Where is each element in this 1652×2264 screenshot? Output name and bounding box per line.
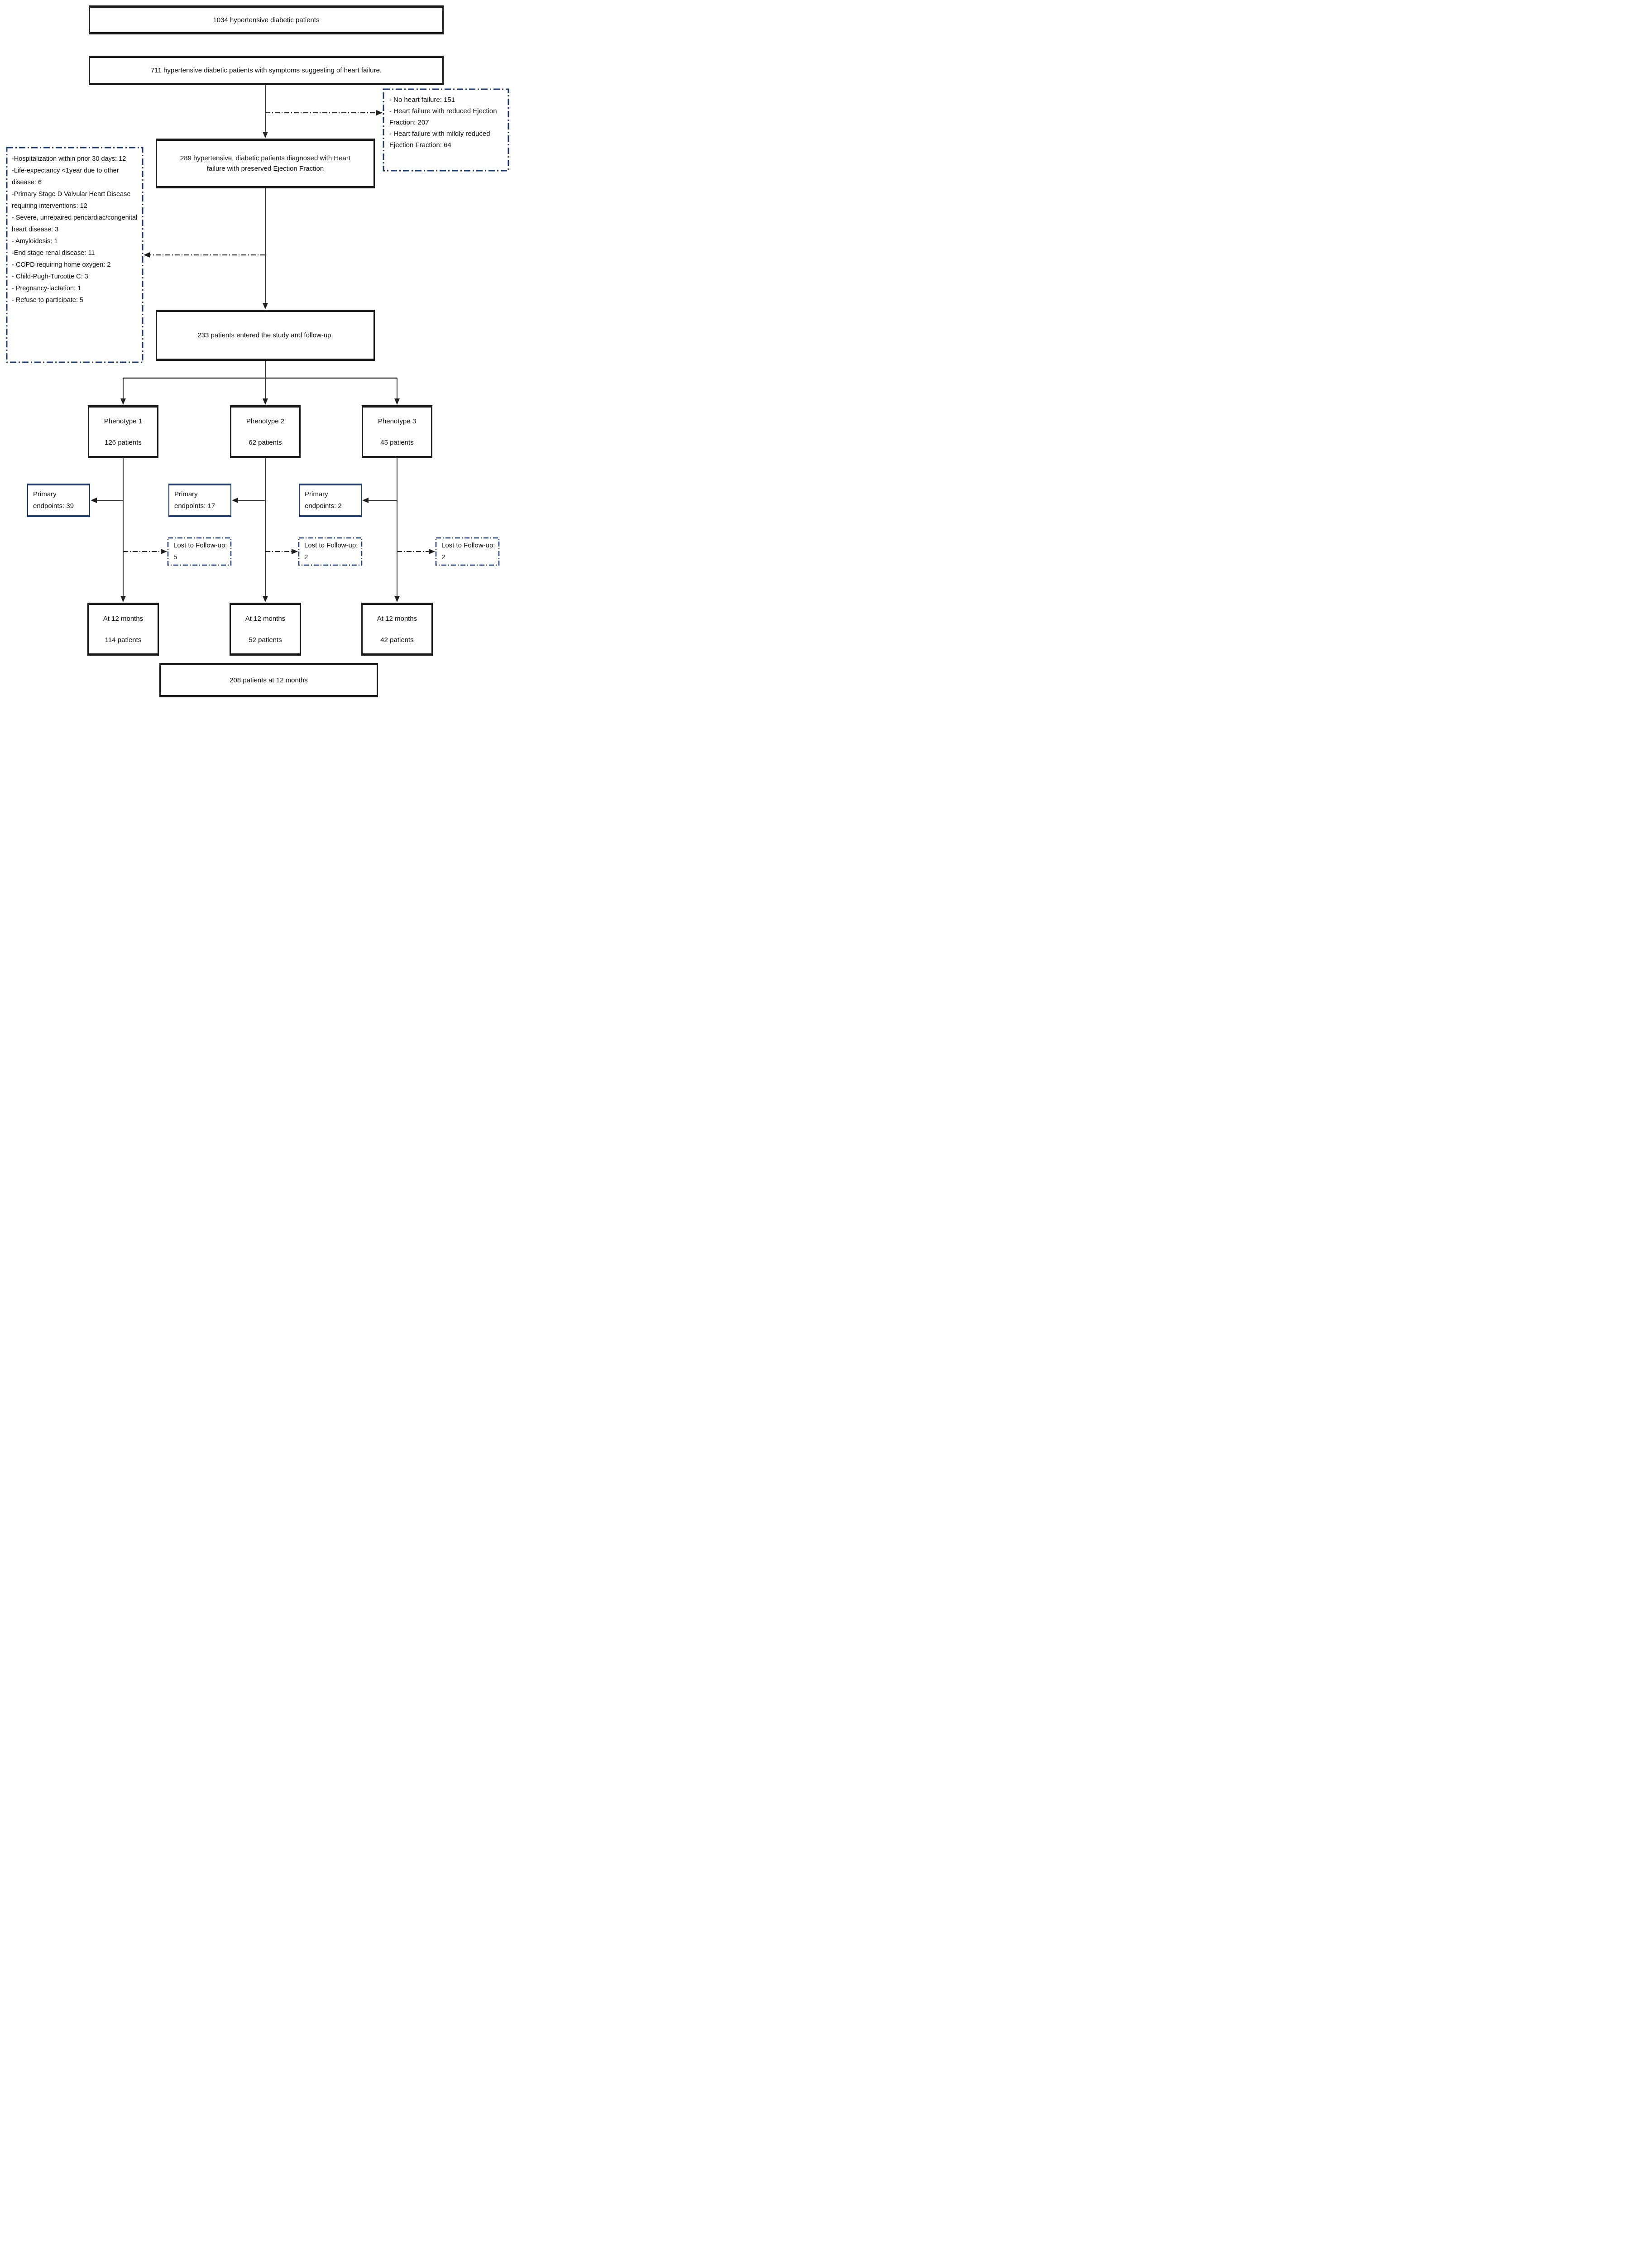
phenotype-3-count: 45 patients [380,438,414,446]
at-12-months-1-label: At 12 months [103,614,144,623]
at-12-months-1-count: 114 patients [105,636,142,644]
at-12-months-3-count: 42 patients [380,636,414,644]
hf-exclusion-line: - Heart failure with reduced Ejection Fr… [389,107,497,126]
arrow-down-icon [263,132,268,138]
box-total-patients: 1034 hypertensive diabetic patients [89,5,444,34]
arrow-left-icon [144,252,150,258]
study-exclusion-line: -End stage renal disease: 11 [12,249,95,257]
primary-endpoints-3-text: Primary endpoints: 2 [305,490,342,510]
arrow-down-icon [263,303,268,309]
hfpef-patients-text: 289 hypertensive, diabetic patients diag… [180,154,351,173]
box-lost-followup-3: Lost to Follow-up: 2 [436,537,499,566]
patient-flow-diagram: 1034 hypertensive diabetic patients 711 … [0,0,509,701]
arrow-down-icon [394,596,400,602]
box-hf-classification-exclusions: - No heart failure: 151 - Heart failure … [383,89,509,171]
box-at-12-months-3: At 12 months 42 patients [361,603,433,656]
box-phenotype-1: Phenotype 1 126 patients [88,405,158,458]
box-study-exclusions: -Hospitalization within prior 30 days: 1… [6,147,143,363]
box-at-12-months-1: At 12 months 114 patients [87,603,159,656]
arrow-right-icon [376,110,383,115]
study-exclusion-line: - Pregnancy-lactation: 1 [12,285,81,292]
box-symptomatic-patients: 711 hypertensive diabetic patients with … [89,56,444,85]
phenotype-1-count: 126 patients [105,438,142,446]
arrow-right-icon [161,549,167,554]
box-phenotype-3: Phenotype 3 45 patients [362,405,432,458]
box-lost-followup-1: Lost to Follow-up: 5 [168,537,231,566]
arrow-right-icon [292,549,298,554]
primary-endpoints-2-text: Primary endpoints: 17 [174,490,215,510]
arrow-down-icon [263,596,268,602]
phenotype-1-name: Phenotype 1 [104,417,143,425]
study-exclusion-line: - Refuse to participate: 5 [12,297,83,304]
study-exclusion-line: -Primary Stage D Valvular Heart Disease … [12,191,131,210]
study-exclusion-line: -Life-expectancy <1year due to other dis… [12,167,119,186]
entered-study-text: 233 patients entered the study and follo… [197,331,333,339]
arrow-down-icon [394,398,400,405]
primary-endpoints-1-text: Primary endpoints: 39 [33,490,74,510]
lost-followup-1-text: Lost to Follow-up: 5 [173,542,227,561]
box-hfpef-patients: 289 hypertensive, diabetic patients diag… [156,139,375,188]
arrow-left-icon [232,498,238,503]
at-12-months-3-label: At 12 months [377,614,417,623]
lost-followup-2-text: Lost to Follow-up: 2 [304,542,358,561]
at-12-months-2-label: At 12 months [245,614,286,623]
phenotype-2-name: Phenotype 2 [246,417,285,425]
phenotype-3-name: Phenotype 3 [378,417,417,425]
phenotype-2-count: 62 patients [249,438,282,446]
arrow-down-icon [120,398,126,405]
box-phenotype-2: Phenotype 2 62 patients [230,405,301,458]
box-primary-endpoints-3: Primary endpoints: 2 [299,484,362,517]
arrow-right-icon [429,549,435,554]
final-12-months-text: 208 patients at 12 months [230,676,308,684]
box-final-12-months: 208 patients at 12 months [159,663,378,697]
study-exclusion-line: - Severe, unrepaired pericardiac/congeni… [12,214,138,233]
total-patients-text: 1034 hypertensive diabetic patients [213,16,320,24]
symptomatic-patients-text: 711 hypertensive diabetic patients with … [151,67,382,74]
hf-exclusion-line: - Heart failure with mildly reduced Ejec… [389,130,490,149]
arrow-left-icon [362,498,369,503]
study-exclusion-line: - Amyloidosis: 1 [12,238,58,245]
arrow-down-icon [263,398,268,405]
box-at-12-months-2: At 12 months 52 patients [230,603,301,656]
study-exclusion-line: -Hospitalization within prior 30 days: 1… [12,155,126,163]
study-exclusion-line: - COPD requiring home oxygen: 2 [12,261,111,269]
hf-exclusion-line: - No heart failure: 151 [389,96,455,104]
box-primary-endpoints-1: Primary endpoints: 39 [27,484,90,517]
box-lost-followup-2: Lost to Follow-up: 2 [298,537,362,566]
at-12-months-2-count: 52 patients [249,636,282,644]
box-primary-endpoints-2: Primary endpoints: 17 [168,484,231,517]
study-exclusion-line: - Child-Pugh-Turcotte C: 3 [12,273,88,280]
arrow-down-icon [120,596,126,602]
lost-followup-3-text: Lost to Follow-up: 2 [441,542,495,561]
box-entered-study: 233 patients entered the study and follo… [156,310,375,361]
arrow-left-icon [91,498,97,503]
